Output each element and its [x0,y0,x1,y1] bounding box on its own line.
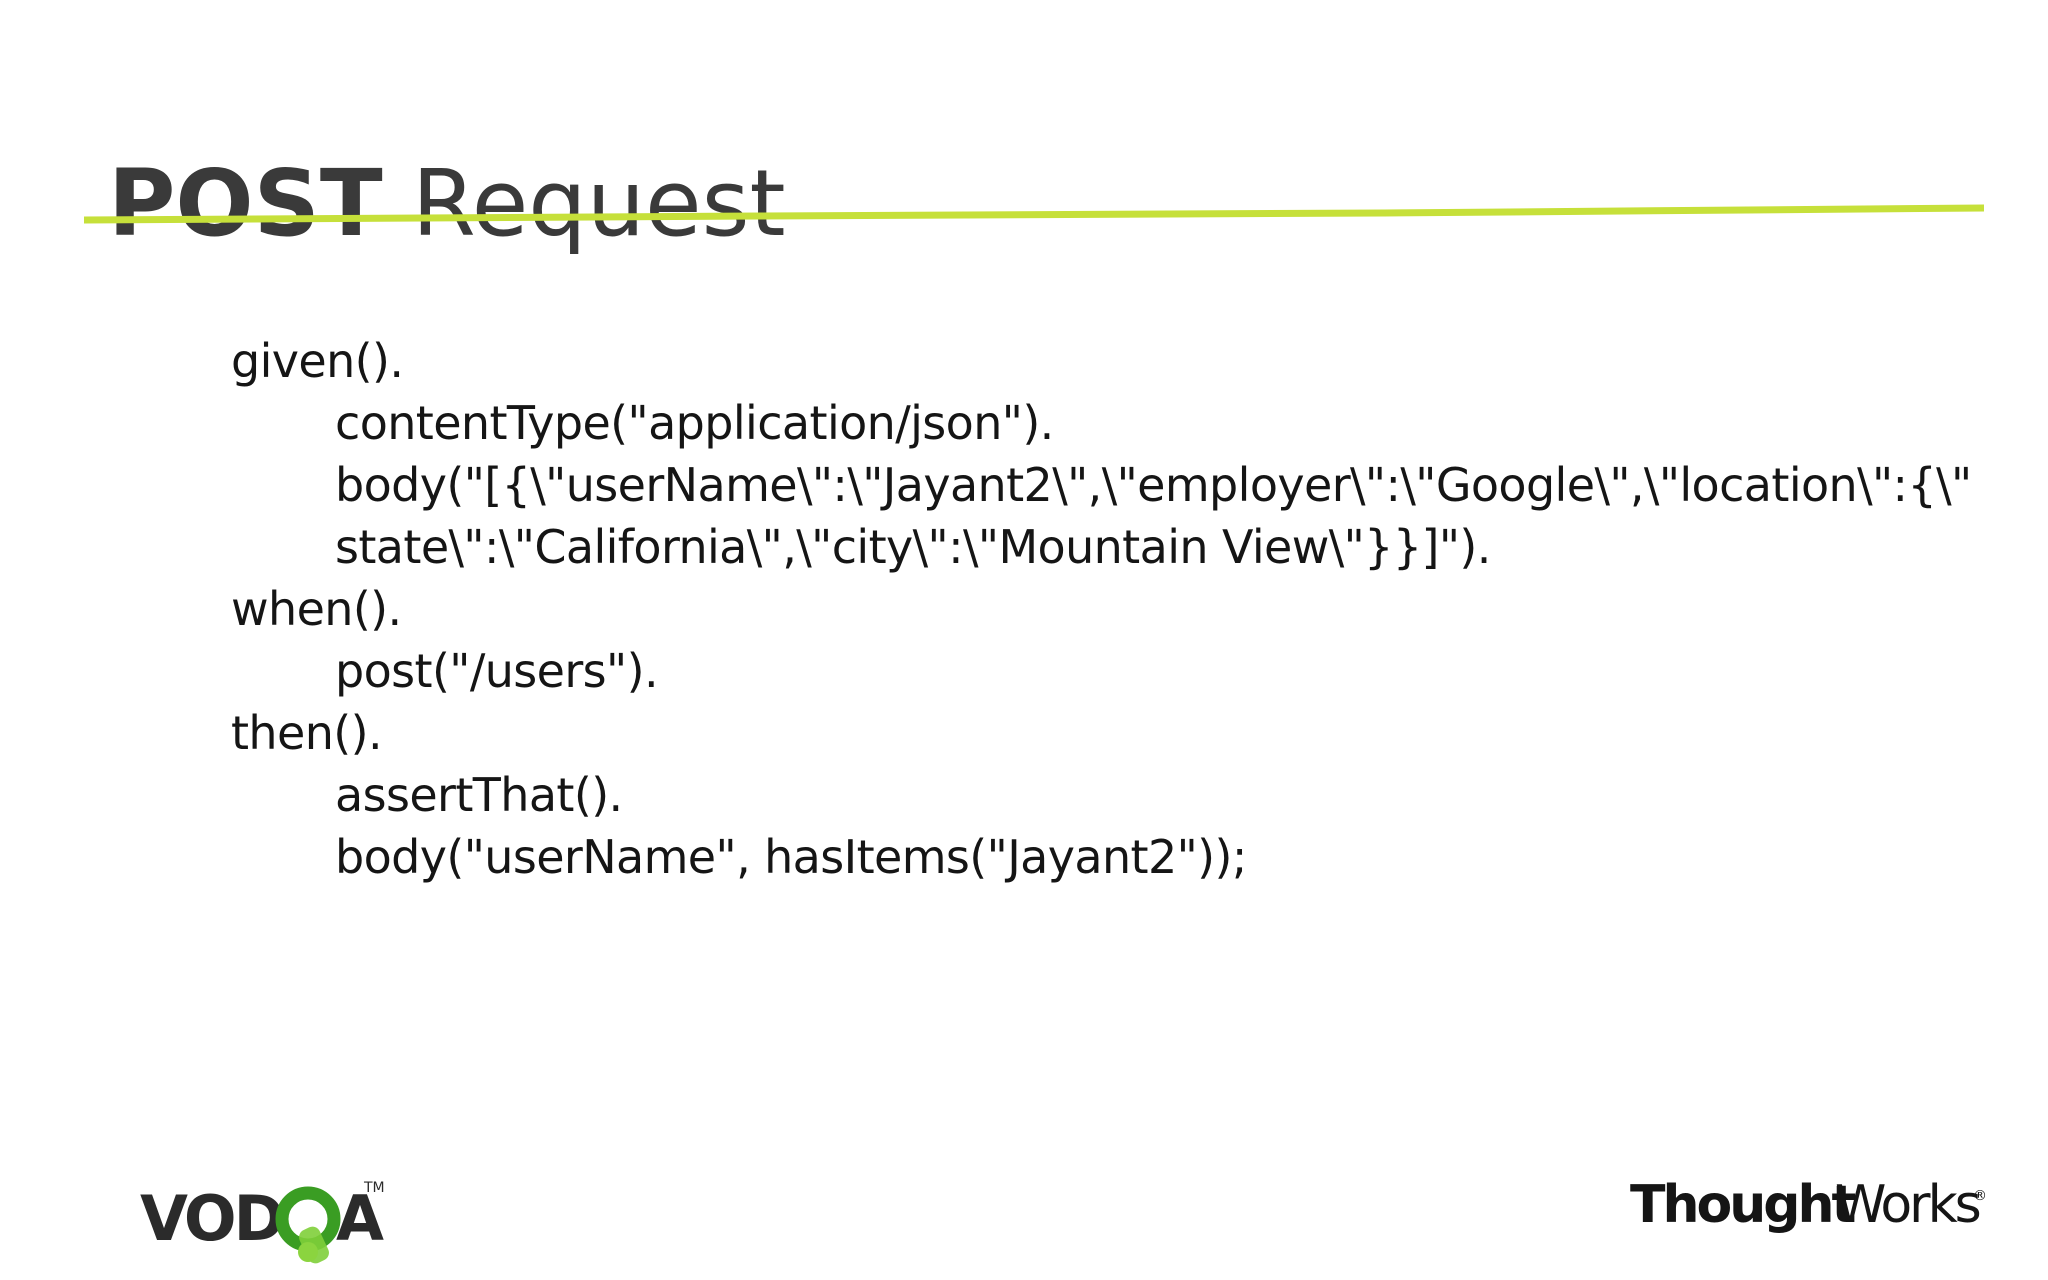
title-underline [84,204,1984,224]
svg-text:A: A [336,1182,384,1255]
code-line: body("userName", hasItems("Jayant2")); [335,830,1247,884]
trademark-glyph: TM [363,1180,385,1196]
svg-text:®: ® [1973,1188,1987,1204]
code-line: contentType("application/json"). [335,396,1054,450]
code-line: body("[{\"userName\":\"Jayant2\",\"emplo… [335,458,1972,512]
svg-text:Works: Works [1835,1175,1980,1235]
svg-text:Thought: Thought [1630,1175,1855,1235]
vodqa-logo: VOD A TM [140,1180,385,1264]
slide-title: POST Request [108,157,786,250]
slide-title-bold: POST [108,149,383,257]
code-line: assertThat(). [335,768,623,822]
code-line: then(). [231,706,383,760]
code-line: when(). [231,582,402,636]
code-line: state\":\"California\",\"city\":\"Mounta… [335,520,1491,574]
svg-text:VOD: VOD [140,1182,283,1255]
code-block: given(). contentType("application/json")… [231,330,2031,888]
slide-title-rest: Request [382,149,786,257]
code-line: given(). [231,334,404,388]
code-line: post("/users"). [335,644,659,698]
thoughtworks-logo: Thought Works ® [1630,1175,1987,1235]
